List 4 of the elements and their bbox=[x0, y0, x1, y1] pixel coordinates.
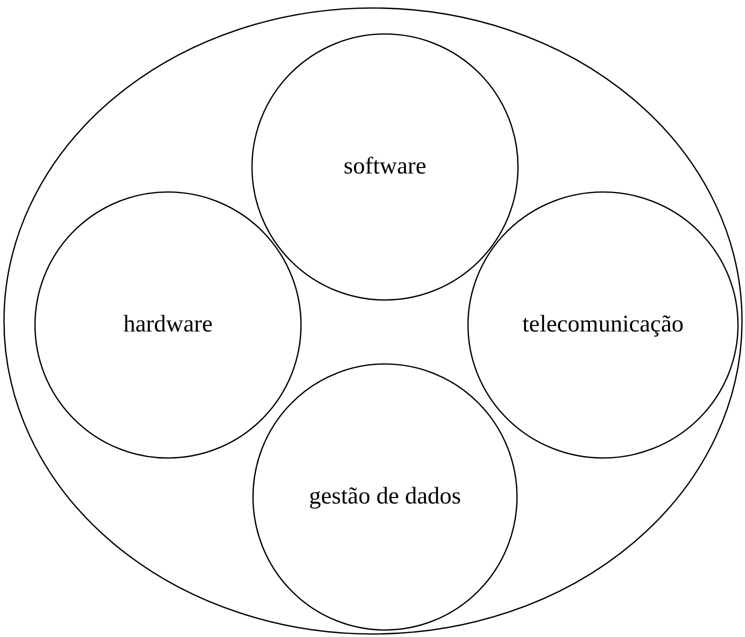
circle-label: hardware bbox=[123, 312, 213, 338]
circle-label: gestão de dados bbox=[309, 484, 461, 510]
circle-label: software bbox=[344, 154, 426, 180]
circle-label: telecomunicação bbox=[522, 312, 684, 338]
